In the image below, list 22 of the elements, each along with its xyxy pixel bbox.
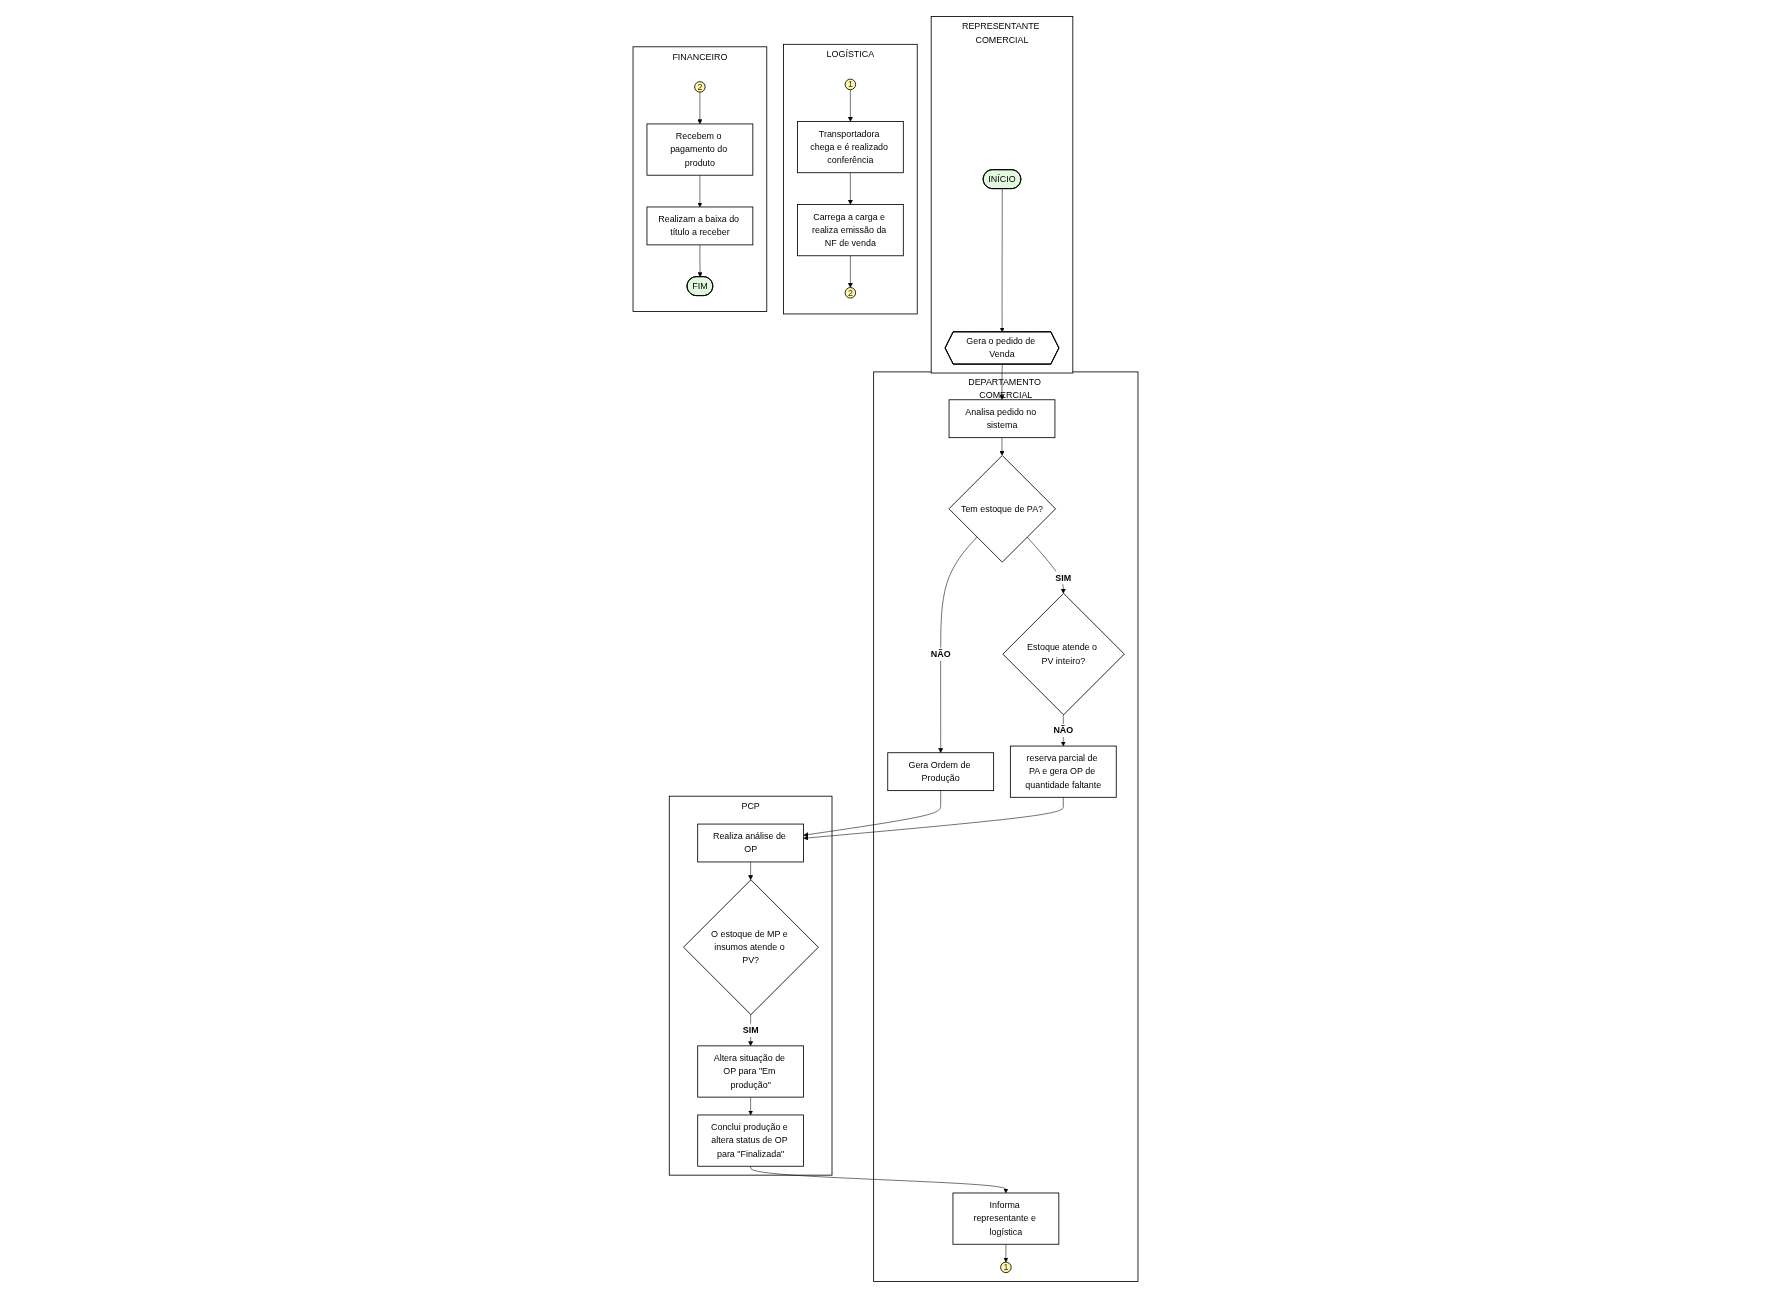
node-circle: 1 xyxy=(844,78,857,91)
node-circle: 2 xyxy=(844,287,857,299)
edge-label: NÃO xyxy=(930,649,951,659)
edge-label: NÃO xyxy=(1053,725,1074,735)
node-box: reserva parcial de PA e gera OP de quantidade faltante xyxy=(1009,745,1117,798)
node-box: Carrega a carga e realiza emissão da NF de venda xyxy=(797,204,904,257)
node-box: Gera Ordem de Produção xyxy=(887,752,995,792)
node-box: Recebem o pagamento do produto xyxy=(646,123,754,176)
node-box: Analisa pedido no sistema xyxy=(948,399,1056,439)
edge-label: SIM xyxy=(1055,572,1072,583)
node-circle: 1 xyxy=(1000,1261,1012,1274)
node-box: Conclui produção e altera status de OP para "Finalizada" xyxy=(697,1114,804,1167)
edge-label: SIM xyxy=(742,1025,759,1035)
node-box: Realizam a baixa do título a receber xyxy=(646,206,754,246)
node-circle: 2 xyxy=(694,81,706,93)
node-box: Realiza análise de OP xyxy=(697,823,804,863)
node-diamond: Tem estoque de PA? xyxy=(948,455,1056,563)
node-diamond: Estoque atende o PV inteiro? xyxy=(1002,592,1125,716)
node-box: Altera situação de OP para "Em produção" xyxy=(697,1045,804,1098)
node-box: Transportadora chega e é realizado conferência xyxy=(797,121,904,174)
node-box: Informa representante e logística xyxy=(952,1192,1060,1245)
node-diamond: O estoque de MP e insumos atende o PV? xyxy=(683,879,819,1016)
